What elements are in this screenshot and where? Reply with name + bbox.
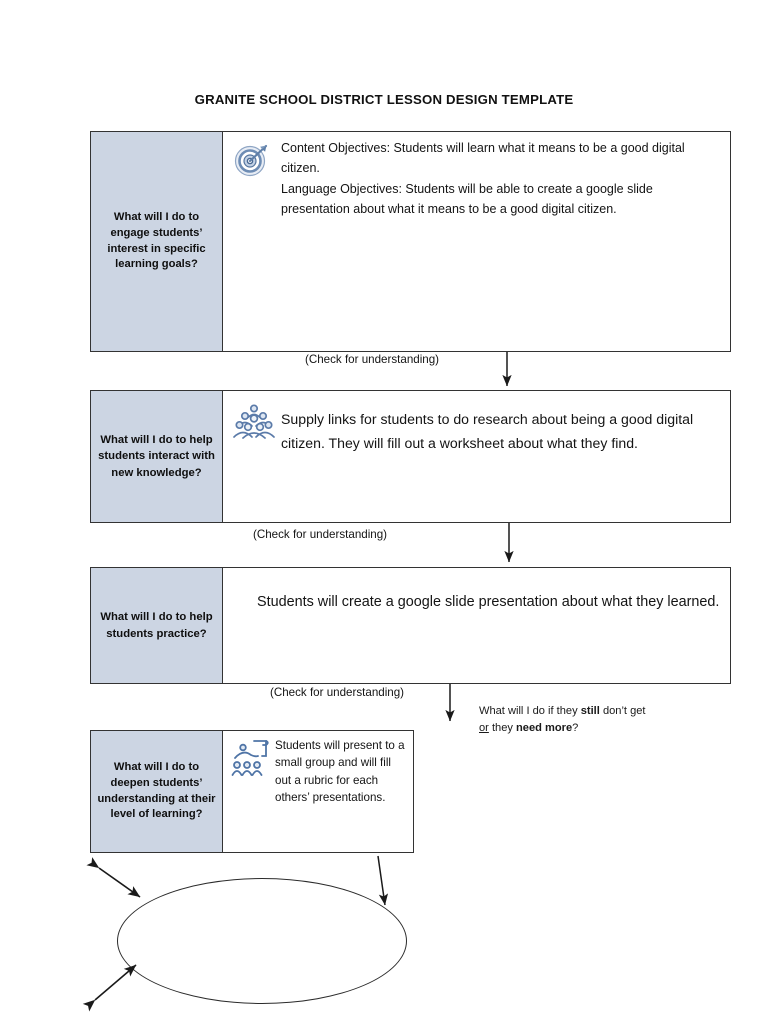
row-deepen-body: Students will present to a small group a…: [223, 731, 413, 852]
presenter-audience-icon: [231, 740, 269, 776]
reteach-still-bold: still: [580, 705, 600, 717]
check-for-understanding-2: (Check for understanding): [253, 528, 388, 541]
row-engage-label: What will I do to engage students’ inter…: [91, 132, 223, 351]
target-bullseye-icon: [234, 144, 268, 177]
row-deepen-label: What will I do to deepen students’ under…: [91, 731, 223, 852]
row-interact-label: What will I do to help students interact…: [91, 391, 223, 522]
reteach-line2-part2: ?: [572, 721, 579, 734]
reteach-need-more-bold: need more: [516, 721, 573, 734]
row-practice-label: What will I do to help students practice…: [91, 568, 223, 683]
check-for-understanding-1: (Check for understanding): [305, 353, 440, 366]
row-interact: What will I do to help students interact…: [90, 390, 731, 523]
reteach-annotation: What will I do if they still don’t get o…: [479, 703, 709, 737]
empty-ellipse: [117, 878, 407, 1004]
row-engage-body: Content Objectives: Students will learn …: [223, 132, 730, 351]
group-of-people-icon: [233, 404, 275, 439]
double-arrow-upper-left: [86, 857, 141, 898]
reteach-line1-part1: What will I do if they: [479, 705, 581, 717]
row-interact-body: Supply links for students to do research…: [223, 391, 730, 522]
page-title: GRANITE SCHOOL DISTRICT LESSON DESIGN TE…: [194, 92, 574, 107]
reteach-line2-part1: they: [488, 721, 517, 734]
row-engage-text: Content Objectives: Students will learn …: [281, 141, 685, 217]
reteach-line1-part2: don’t get: [599, 705, 646, 717]
row-deepen-text: Students will present to a small group a…: [275, 739, 408, 805]
row-practice-body: Students will create a google slide pres…: [223, 568, 730, 683]
row-deepen: What will I do to deepen students’ under…: [90, 730, 414, 853]
row-interact-text: Supply links for students to do research…: [281, 411, 698, 452]
double-arrow-lower-left: [82, 964, 137, 1012]
row-practice-text: Students will create a google slide pres…: [257, 594, 720, 610]
connector-arrow-4: [377, 855, 389, 906]
reteach-or-underline: or: [479, 721, 489, 734]
row-engage: What will I do to engage students’ inter…: [90, 131, 731, 352]
check-for-understanding-3: (Check for understanding): [270, 686, 405, 699]
row-practice: What will I do to help students practice…: [90, 567, 731, 684]
